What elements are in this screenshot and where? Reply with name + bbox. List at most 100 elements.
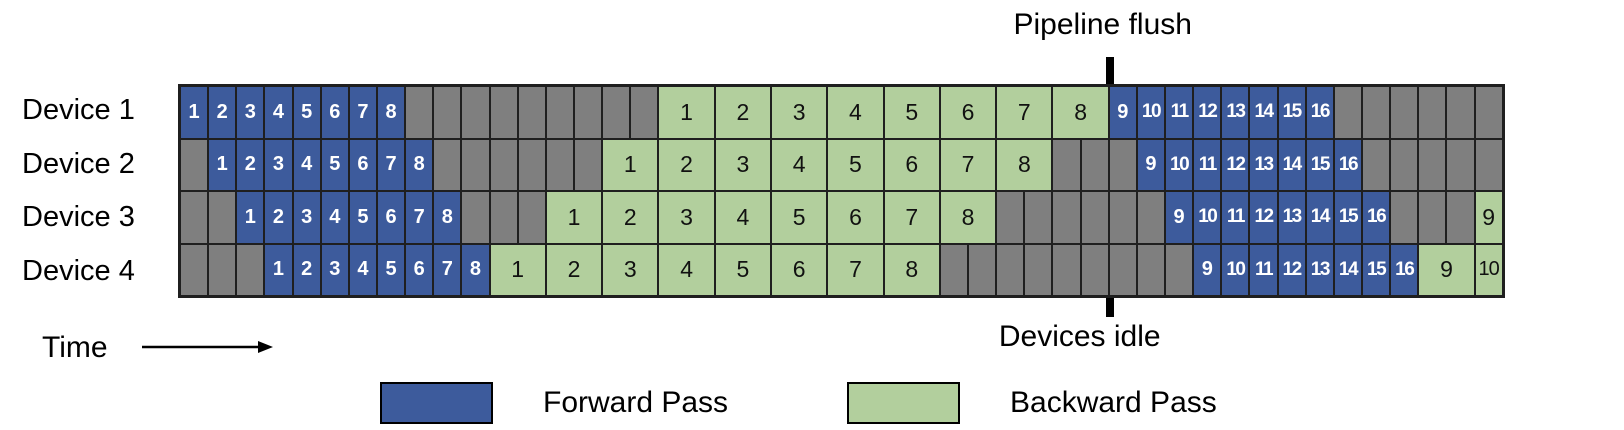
forward-cell: 6 <box>348 138 377 191</box>
idle-cell <box>180 138 209 191</box>
idle-cell <box>1333 86 1363 139</box>
forward-cell: 12 <box>1193 86 1222 139</box>
device-label: Device 2 <box>22 147 135 180</box>
forward-pass-label: Forward Pass <box>543 386 729 419</box>
forward-cell: 1 <box>208 138 237 191</box>
idle-cell <box>180 243 209 296</box>
forward-cell: 5 <box>376 243 406 296</box>
backward-cell: 7 <box>996 86 1053 139</box>
forward-cell: 15 <box>1277 86 1306 139</box>
forward-cell: 13 <box>1305 243 1334 296</box>
forward-cell: 13 <box>1277 191 1306 244</box>
idle-cell <box>968 243 997 296</box>
backward-cell: 8 <box>883 243 940 296</box>
backward-cell: 1 <box>602 138 659 191</box>
backward-cell: 7 <box>883 191 940 244</box>
idle-cell <box>602 86 631 139</box>
idle-cell <box>1080 243 1109 296</box>
forward-cell: 9 <box>1108 86 1137 139</box>
backward-cell: 2 <box>545 243 603 296</box>
forward-cell: 6 <box>320 86 349 139</box>
forward-cell: 5 <box>320 138 349 191</box>
backward-cell: 6 <box>771 243 828 296</box>
forward-cell: 3 <box>264 138 293 191</box>
forward-cell: 1 <box>236 191 265 244</box>
backward-cell: 2 <box>658 138 715 191</box>
forward-cell: 14 <box>1249 86 1278 139</box>
idle-cell <box>996 243 1025 296</box>
backward-cell: 7 <box>827 243 884 296</box>
forward-cell: 12 <box>1277 243 1306 296</box>
idle-cell <box>1418 86 1447 139</box>
idle-cell <box>1390 86 1419 139</box>
forward-cell: 15 <box>1362 243 1391 296</box>
forward-cell: 14 <box>1305 191 1334 244</box>
device-label: Device 4 <box>22 254 135 287</box>
backward-cell: 5 <box>771 191 828 244</box>
forward-cell: 2 <box>292 243 321 296</box>
forward-cell: 13 <box>1221 86 1250 139</box>
forward-cell: 3 <box>292 191 321 244</box>
idle-cell <box>1362 138 1391 191</box>
backward-cell: 4 <box>714 191 772 244</box>
forward-cell: 16 <box>1390 243 1419 296</box>
idle-cell <box>1362 86 1391 139</box>
idle-cell <box>1108 243 1137 296</box>
forward-pass-swatch <box>380 382 493 424</box>
device-label: Device 3 <box>22 201 135 234</box>
idle-cell <box>461 191 490 244</box>
backward-cell: 5 <box>714 243 772 296</box>
forward-cell: 6 <box>405 243 434 296</box>
forward-cell: 4 <box>292 138 321 191</box>
backward-cell: 7 <box>939 138 997 191</box>
idle-cell <box>1136 243 1166 296</box>
idle-cell <box>517 191 546 244</box>
idle-cell <box>517 86 546 139</box>
time-axis-label: Time <box>42 331 108 364</box>
backward-cell: 3 <box>714 138 771 191</box>
forward-cell: 7 <box>376 138 406 191</box>
idle-cell <box>433 86 462 139</box>
forward-cell: 10 <box>1165 138 1194 191</box>
forward-cell: 9 <box>1193 243 1222 296</box>
backward-cell: 3 <box>602 243 659 296</box>
idle-cell <box>573 138 603 191</box>
backward-cell: 6 <box>883 138 940 191</box>
forward-cell: 10 <box>1193 191 1222 244</box>
forward-cell: 5 <box>292 86 321 139</box>
backward-cell: 8 <box>939 191 997 244</box>
forward-cell: 16 <box>1305 86 1334 139</box>
forward-cell: 8 <box>461 243 490 296</box>
idle-cell <box>517 138 546 191</box>
backward-cell: 6 <box>939 86 997 139</box>
devices-idle-label: Devices idle <box>998 320 1161 353</box>
backward-cell: 2 <box>714 86 771 139</box>
backward-cell: 9 <box>1418 243 1475 296</box>
forward-cell: 9 <box>1136 138 1166 191</box>
forward-cell: 15 <box>1305 138 1334 191</box>
forward-cell: 9 <box>1165 191 1194 244</box>
idle-cell <box>1052 243 1081 296</box>
forward-cell: 2 <box>264 191 293 244</box>
idle-cell <box>208 243 237 296</box>
forward-cell: 10 <box>1136 86 1166 139</box>
backward-cell: 6 <box>827 191 884 244</box>
forward-cell: 11 <box>1193 138 1222 191</box>
backward-cell: 3 <box>770 86 828 139</box>
idle-cell <box>630 86 659 139</box>
forward-cell: 10 <box>1221 243 1250 296</box>
forward-cell: 2 <box>208 86 237 139</box>
idle-cell <box>1080 191 1109 244</box>
idle-cell <box>1390 191 1419 244</box>
forward-cell: 16 <box>1333 138 1363 191</box>
backward-pass-swatch <box>847 382 960 424</box>
idle-cell <box>1024 191 1053 244</box>
idle-cell <box>1052 191 1081 244</box>
idle-cell <box>545 138 574 191</box>
pipeline-flush-label: Pipeline flush <box>1013 8 1192 41</box>
backward-cell: 8 <box>996 138 1053 191</box>
